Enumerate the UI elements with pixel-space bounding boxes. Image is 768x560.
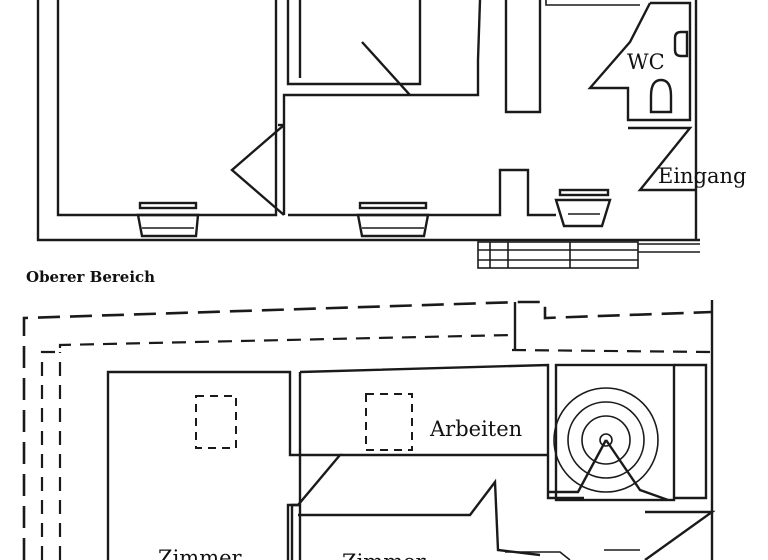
room-outline <box>106 370 343 560</box>
corridor-wall <box>230 0 556 217</box>
wc-fixture-2 <box>649 78 673 114</box>
label-work: Arbeiten <box>430 417 523 441</box>
inner-dashed-wall <box>40 333 513 560</box>
dashed-column-1 <box>195 395 237 449</box>
entrance-wall <box>628 126 695 192</box>
upper-floor-plan <box>36 0 700 269</box>
diagonal-wall <box>298 453 548 557</box>
lower-detail <box>505 551 571 560</box>
inner-room-wall <box>290 503 300 560</box>
radiator-1 <box>136 201 200 238</box>
radiator-3 <box>554 188 612 228</box>
outer-wall-left <box>36 0 700 242</box>
label-entrance: Eingang <box>658 164 747 188</box>
lower-floor-plan <box>22 300 716 560</box>
inner-wall-left <box>56 0 278 217</box>
right-cabinet <box>674 363 708 500</box>
middle-room-wall <box>286 0 422 86</box>
spiral-stair <box>548 363 676 502</box>
section-title: Oberer Bereich <box>26 268 156 286</box>
outer-dashed-wall <box>22 300 713 560</box>
inner-dashed-right <box>511 348 713 354</box>
pillar <box>504 0 542 114</box>
partition-wall <box>298 363 584 560</box>
wc-top-partition <box>545 0 640 6</box>
entrance-steps <box>477 241 700 269</box>
right-edge-wall <box>513 300 714 560</box>
label-wc: WC <box>627 50 665 74</box>
wc-enclosure <box>587 1 692 122</box>
label-room-2: Zimmer <box>342 550 426 560</box>
wc-fixture-1 <box>673 30 689 58</box>
radiator-2 <box>356 201 430 238</box>
right-lower <box>644 510 716 560</box>
dashed-column-2 <box>365 393 413 451</box>
label-room-1: Zimmer <box>158 546 242 560</box>
